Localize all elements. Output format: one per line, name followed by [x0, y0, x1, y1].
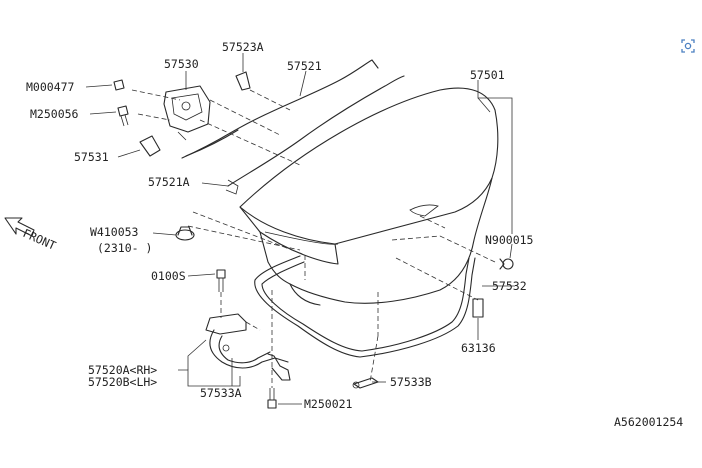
label-57520b: 57520B<LH> — [88, 375, 157, 389]
grommet — [175, 226, 195, 241]
label-57533b: 57533B — [390, 375, 432, 389]
label-m000477: M000477 — [26, 80, 75, 94]
bolt-m000477 — [113, 79, 125, 91]
label-57531: 57531 — [74, 150, 109, 164]
stopper-57533b — [352, 377, 379, 389]
cable-bracket — [139, 135, 161, 157]
bumper-part — [499, 258, 514, 270]
front-arrow-icon — [4, 217, 35, 237]
label-57501: 57501 — [470, 68, 505, 82]
bolt-0100s — [216, 269, 226, 292]
hinge-assembly — [205, 313, 291, 381]
front-label: FRONT — [21, 226, 58, 253]
label-63136: 63136 — [461, 341, 496, 355]
zoom-icon — [681, 39, 695, 53]
clip-57523a — [235, 71, 251, 91]
label-57533a: 57533A — [200, 386, 242, 400]
label-57520a: 57520A<RH> — [88, 363, 157, 377]
label-57521: 57521 — [287, 59, 322, 73]
label-m250056: M250056 — [30, 107, 79, 121]
label-57532: 57532 — [492, 279, 527, 293]
release-cable — [181, 59, 405, 195]
bolt-m250021 — [267, 388, 277, 409]
trunk-lid — [239, 87, 499, 306]
label-57521a: 57521A — [148, 175, 190, 189]
leader-lines — [85, 53, 515, 405]
label-0100s: 0100S — [151, 269, 186, 283]
trunk-latch — [163, 85, 211, 141]
diagram-id: A562001254 — [614, 415, 683, 429]
label-n900015: N900015 — [485, 233, 533, 247]
bolt-m250056 — [117, 105, 129, 127]
label-57523a: 57523A — [222, 40, 264, 54]
zoom-button[interactable] — [680, 38, 696, 54]
label-57530: 57530 — [164, 57, 199, 71]
label-m250021: M250021 — [304, 397, 353, 411]
rubber-piece — [472, 298, 484, 318]
label-w410053: W410053 — [90, 225, 139, 239]
weatherstrip — [254, 255, 476, 358]
dashed-guide-lines — [131, 89, 496, 388]
label-2310: (2310- ) — [97, 241, 152, 255]
